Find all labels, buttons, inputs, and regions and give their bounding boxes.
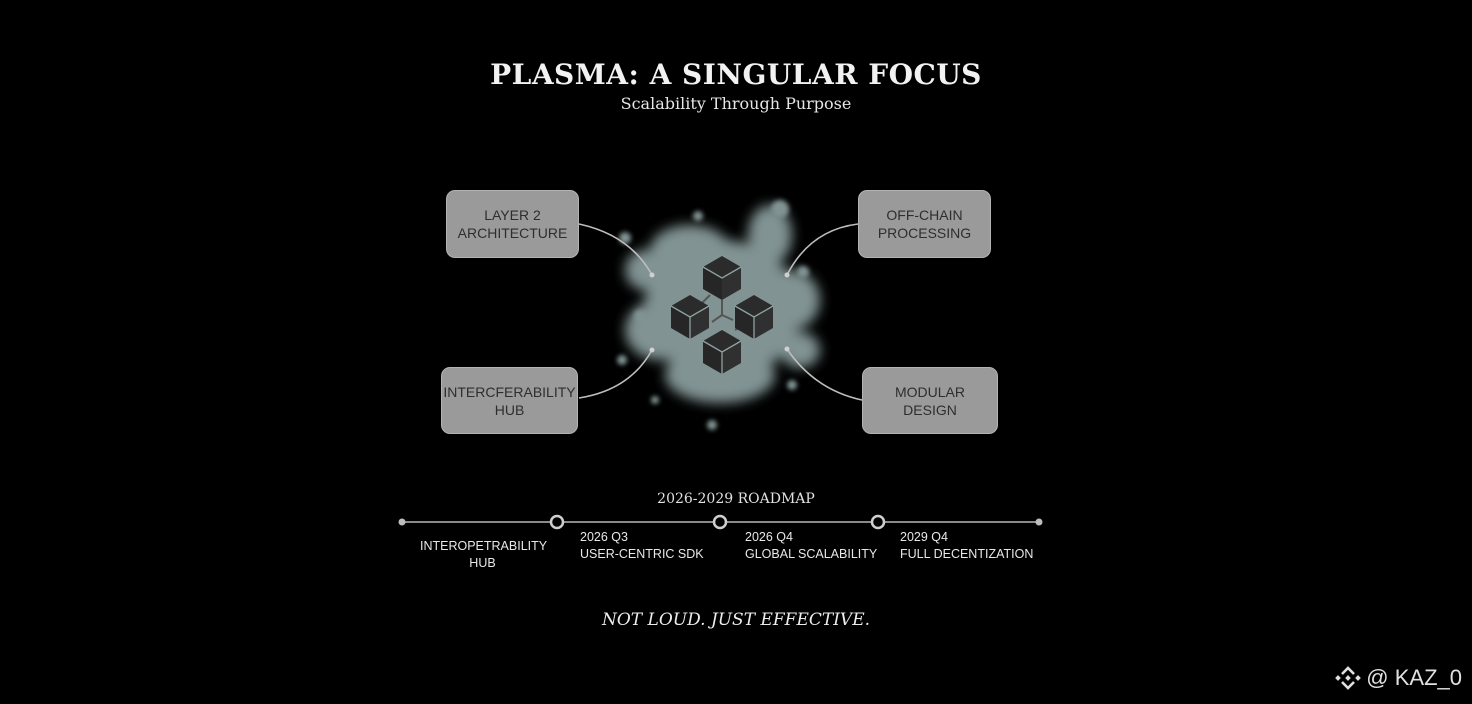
- milestone-text: FULL DECENTIZATION: [900, 547, 1034, 561]
- milestone-marker-q4-2029: [870, 514, 886, 530]
- node-interoperability-hub: INTERCFERABILITY HUB: [441, 367, 578, 434]
- node-label-line2: DESIGN: [903, 401, 957, 418]
- milestone-date: 2026 Q3: [580, 530, 628, 544]
- milestone-full-decentralization: 2029 Q4 FULL DECENTIZATION: [900, 529, 1033, 563]
- milestone-date: 2026 Q4: [745, 530, 793, 544]
- node-label-line1: OFF-CHAIN: [886, 207, 963, 223]
- milestone-interoperability-hub: INTEROPETRABILITY HUB: [420, 538, 548, 572]
- splash-background: [617, 200, 820, 430]
- page-title: PLASMA: A SINGULAR FOCUS: [490, 58, 982, 91]
- connector-lines: [578, 223, 863, 401]
- node-label-line1: INTERCFERABILITY: [443, 383, 576, 400]
- milestone-line2: HUB: [469, 556, 496, 570]
- page-subtitle: Scalability Through Purpose: [620, 94, 852, 113]
- connector-modular: [786, 348, 863, 401]
- watermark-handle: @ KAZ_0: [1366, 665, 1462, 690]
- watermark: @ KAZ_0: [1334, 664, 1462, 692]
- connector-layer2: [578, 223, 653, 276]
- cube-left: [670, 295, 710, 339]
- milestone-text: USER-CENTRIC SDK: [580, 547, 704, 561]
- milestone-user-centric-sdk: 2026 Q3 USER-CENTRIC SDK: [580, 529, 704, 563]
- node-label-line2: HUB: [494, 401, 525, 418]
- tagline: NOT LOUD. JUST EFFECTIVE.: [601, 610, 871, 630]
- connector-dots: [649, 272, 790, 353]
- roadmap-timeline: [398, 514, 1043, 530]
- connector-offchain: [786, 223, 859, 276]
- milestone-date: 2029 Q4: [900, 530, 948, 544]
- milestone-marker-q3-2026: [549, 514, 565, 530]
- connector-interop: [578, 349, 653, 399]
- cube-top: [702, 256, 742, 300]
- node-label-line2: ARCHITECTURE: [457, 225, 568, 241]
- node-label-line2: PROCESSING: [877, 225, 972, 241]
- milestone-marker-q4-2026: [712, 514, 728, 530]
- blockchain-cubes-icon: [670, 256, 774, 374]
- cube-right: [734, 295, 774, 339]
- milestone-text: GLOBAL SCALABILITY: [745, 547, 878, 561]
- timeline-end-dot: [1035, 518, 1043, 526]
- timeline-start-dot: [398, 518, 406, 526]
- node-off-chain-processing: OFF-CHAIN PROCESSING: [858, 190, 991, 258]
- node-label-line1: LAYER 2: [484, 207, 541, 223]
- node-layer2-architecture: LAYER 2 ARCHITECTURE: [446, 190, 579, 258]
- roadmap-title: 2026-2029 ROADMAP: [657, 491, 815, 507]
- milestone-global-scalability: 2026 Q4 GLOBAL SCALABILITY: [745, 529, 877, 563]
- cube-bottom: [702, 330, 742, 374]
- node-label-line1: MODULAR: [894, 383, 965, 400]
- binance-logo-icon: [1335, 666, 1362, 690]
- node-modular-design: MODULAR DESIGN: [862, 367, 998, 434]
- milestone-line1: INTEROPETRABILITY: [420, 539, 548, 553]
